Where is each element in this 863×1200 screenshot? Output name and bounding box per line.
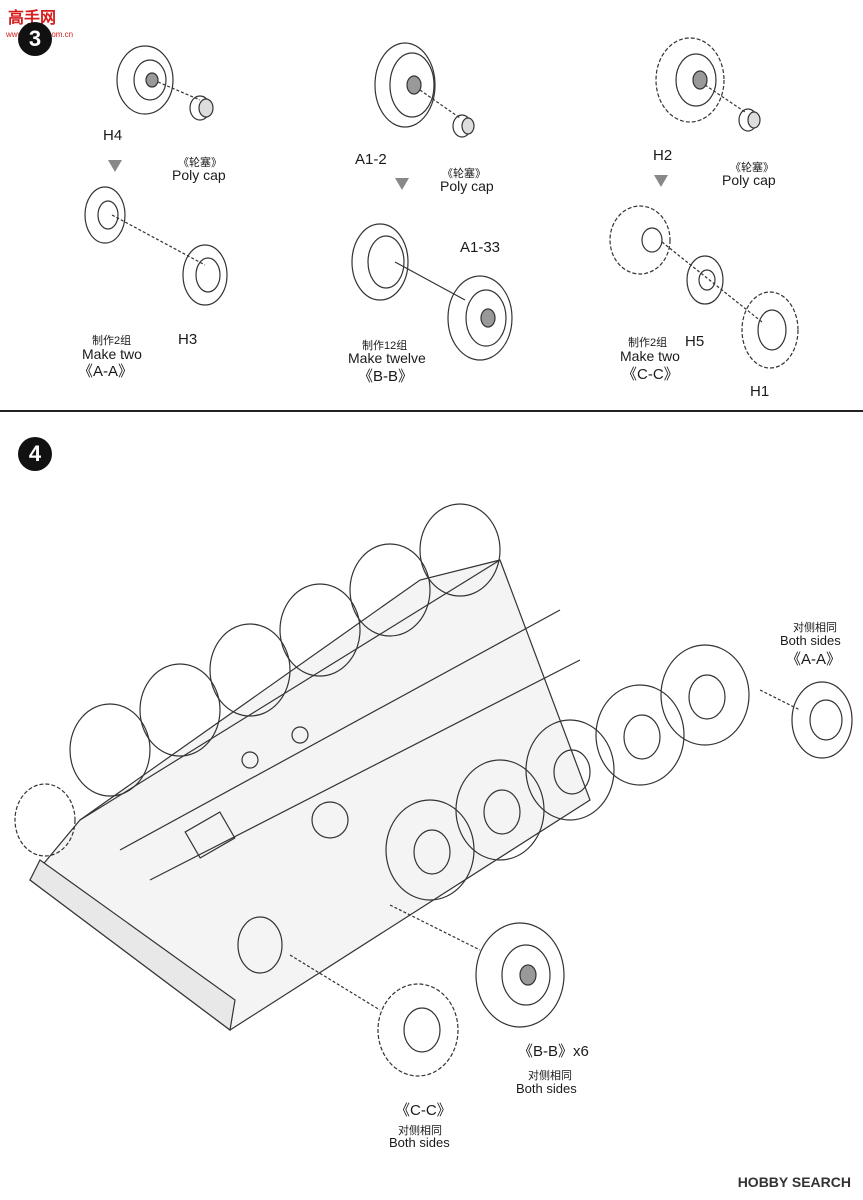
callout-cc-cn: 对侧相同 — [398, 1125, 442, 1137]
hobby-search-logo: HOBBY SEARCH — [738, 1174, 851, 1190]
part-h1-label: H1 — [750, 383, 770, 400]
poly-cap-b-drawing — [452, 114, 475, 138]
poly-cap-a-cn: 《轮塞》 — [178, 157, 222, 169]
step-4-badge: 4 — [18, 437, 52, 471]
make-twelve-label: Make twelve — [348, 350, 426, 366]
idler-wheel-h4-bottom-drawing — [84, 186, 126, 244]
idler-wheel-h3-drawing — [182, 244, 228, 306]
poly-cap-c-cn: 《轮塞》 — [730, 162, 774, 174]
hull-sprocket-drawing — [14, 783, 283, 974]
idler-wheel-h4-drawing — [116, 45, 174, 115]
sprocket-h1-drawing — [741, 291, 799, 369]
poly-cap-b-label: Poly cap — [440, 178, 494, 194]
exploded-sprocket-cc-drawing — [377, 983, 459, 1077]
sprocket-h2-bottom-drawing — [609, 205, 671, 275]
right-road-wheels-drawing — [385, 644, 750, 901]
arrow-down-c1 — [654, 175, 668, 187]
arrow-down-a1 — [108, 160, 122, 172]
road-wheel-pair-drawing — [351, 223, 513, 361]
tag-aa-label: 《A-A》 — [78, 363, 134, 380]
callout-bb-tag: 《B-B》x6 — [518, 1043, 589, 1060]
make-two-a-label: Make two — [82, 346, 142, 362]
poly-cap-a-label: Poly cap — [172, 167, 226, 183]
sprocket-h2-drawing — [655, 37, 725, 123]
callout-cc-label: Both sides — [389, 1135, 450, 1150]
hull-drawing — [29, 559, 591, 1032]
poly-cap-b-cn: 《轮塞》 — [442, 168, 486, 180]
tag-cc-label: 《C-C》 — [622, 366, 679, 383]
callout-aa-label: Both sides — [780, 633, 841, 648]
exploded-road-wheel-bb-drawing — [475, 922, 565, 1028]
callout-aa-tag: 《A-A》 — [786, 651, 842, 668]
watermark-text: 高手网 — [8, 10, 57, 27]
hobby-search-text: HOBBY SEARCH — [737, 1174, 851, 1190]
section-divider — [0, 410, 863, 412]
part-h3-label: H3 — [178, 331, 198, 348]
callout-bb-cn: 对侧相同 — [528, 1070, 572, 1082]
poly-cap-c-drawing — [738, 108, 761, 132]
road-wheel-a1-2-drawing — [374, 42, 436, 128]
callout-aa-cn: 对侧相同 — [793, 622, 837, 634]
step-3-badge: 3 — [18, 22, 52, 56]
make-two-c-cn: 制作2组 — [628, 337, 668, 349]
exploded-idler-aa-drawing — [791, 681, 853, 759]
callout-cc-tag: 《C-C》 — [395, 1102, 452, 1119]
arrow-down-b1 — [395, 178, 409, 190]
step-3-number: 3 — [28, 26, 42, 51]
part-a1-2-label: A1-2 — [355, 151, 387, 168]
poly-cap-c-label: Poly cap — [722, 172, 776, 188]
spacer-h5-drawing — [686, 255, 724, 305]
part-a1-33-label: A1-33 — [460, 239, 501, 256]
left-road-wheels-drawing — [69, 503, 501, 797]
make-two-a-cn: 制作2组 — [92, 335, 132, 347]
part-h4-label: H4 — [103, 127, 123, 144]
make-two-c-label: Make two — [620, 348, 680, 364]
poly-cap-a-drawing — [189, 95, 214, 121]
make-twelve-cn: 制作12组 — [362, 340, 408, 352]
tag-bb-label: 《B-B》 — [358, 368, 414, 385]
part-h2-label: H2 — [653, 147, 673, 164]
step-4-number: 4 — [28, 441, 42, 466]
part-h5-label: H5 — [685, 333, 705, 350]
callout-bb-label: Both sides — [516, 1081, 577, 1096]
